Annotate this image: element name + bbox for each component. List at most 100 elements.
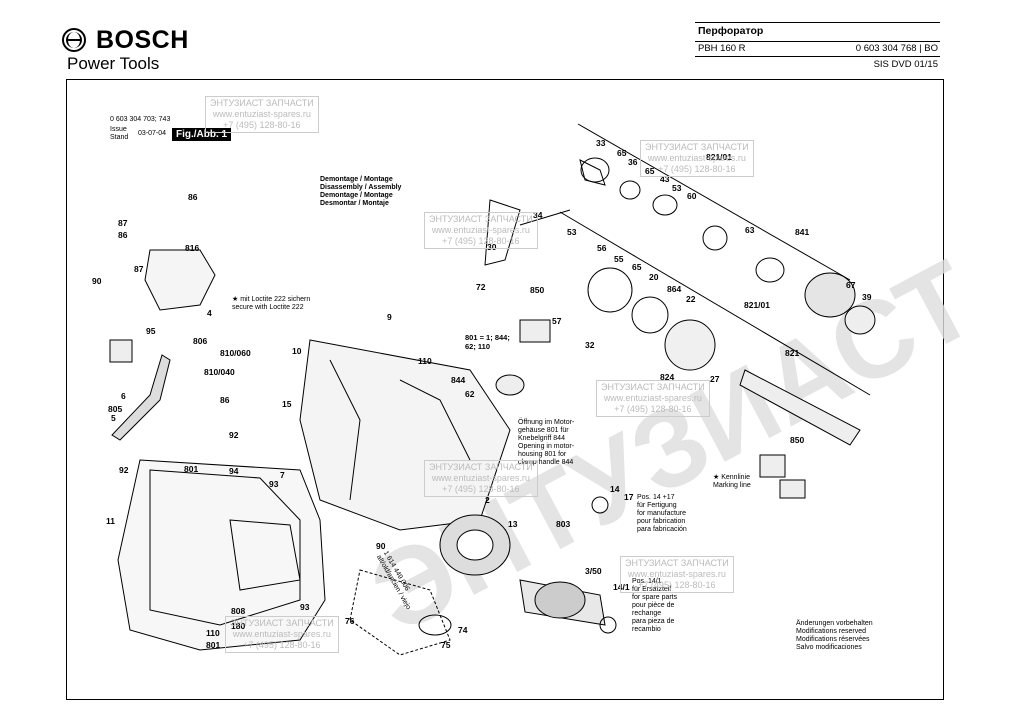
svg-text:65: 65	[632, 262, 642, 272]
issue-date: 03-07-04	[138, 130, 167, 137]
svg-text:850: 850	[790, 435, 804, 445]
svg-text:7: 7	[280, 470, 285, 480]
svg-text:57: 57	[552, 316, 562, 326]
svg-text:62: 62	[465, 389, 475, 399]
svg-text:92: 92	[229, 430, 239, 440]
gear-housing-rib	[329, 359, 361, 501]
svg-text:65: 65	[617, 148, 627, 158]
svg-text:75: 75	[441, 640, 451, 650]
loctite-note: ★ mit Loctite 222 sichern secure with Lo…	[232, 296, 311, 311]
svg-text:801: 801	[184, 464, 198, 474]
fig-label: Fig./Abb. 1	[172, 128, 232, 141]
ring-74	[418, 614, 452, 636]
pos-14-17-note: Pos. 14 +17 für Fertigung for manufactur…	[637, 494, 687, 533]
svg-text:821/01: 821/01	[706, 152, 732, 162]
spring-33	[579, 159, 606, 186]
svg-text:94: 94	[229, 466, 239, 476]
disc-56	[587, 267, 633, 313]
svg-text:32: 32	[585, 340, 595, 350]
svg-text:93: 93	[300, 602, 310, 612]
svg-text:30: 30	[487, 242, 497, 252]
cable-805	[111, 354, 171, 441]
svg-text:805: 805	[108, 404, 122, 414]
svg-text:3/50: 3/50	[585, 566, 602, 576]
brand-name: BOSCH	[96, 26, 189, 54]
switch-part-806	[109, 339, 133, 363]
svg-text:824: 824	[660, 372, 674, 382]
svg-text:34: 34	[533, 210, 543, 220]
svg-text:15: 15	[282, 399, 292, 409]
svg-text:864: 864	[667, 284, 681, 294]
armature-core	[534, 581, 586, 619]
svg-text:60: 60	[687, 191, 697, 201]
svg-text:86: 86	[188, 192, 198, 202]
svg-text:36: 36	[628, 157, 638, 167]
gasket-76	[349, 569, 451, 656]
spring-63	[702, 225, 728, 251]
svg-text:86: 86	[118, 230, 128, 240]
svg-text:87: 87	[134, 264, 144, 274]
svg-text:33: 33	[596, 138, 606, 148]
svg-text:5: 5	[111, 413, 116, 423]
svg-text:844: 844	[451, 375, 465, 385]
chuck-cap	[844, 305, 876, 335]
washer-14	[591, 496, 609, 514]
svg-text:2: 2	[485, 495, 490, 505]
svg-text:110: 110	[206, 628, 220, 638]
spring-coil	[580, 157, 610, 183]
ref-801-note: 801 = 1; 844; 62; 110	[465, 333, 510, 351]
switch-housing-816	[144, 249, 216, 311]
svg-text:9: 9	[387, 312, 392, 322]
svg-text:39: 39	[862, 292, 872, 302]
svg-text:93: 93	[269, 479, 279, 489]
doc-ids: 0 603 304 703; 743	[110, 116, 171, 123]
issue-label: Issue Stand	[110, 126, 129, 141]
diagram-frame	[66, 79, 944, 700]
svg-text:806: 806	[193, 336, 207, 346]
part-cap-right	[779, 479, 806, 499]
svg-text:808: 808	[231, 606, 245, 616]
part-850-left	[519, 319, 551, 343]
svg-text:810/040: 810/040	[204, 367, 235, 377]
svg-text:90: 90	[376, 541, 386, 551]
info-model: PBH 160 R	[698, 43, 746, 54]
svg-text:76: 76	[345, 616, 355, 626]
ring-67	[755, 257, 785, 283]
svg-text:65: 65	[645, 166, 655, 176]
changes-note: Änderungen vorbehalten Modifications res…	[796, 620, 873, 651]
svg-text:95: 95	[146, 326, 156, 336]
gear-housing-9	[299, 339, 511, 531]
assembly-axis-line-2	[559, 211, 871, 396]
svg-text:850: 850	[530, 285, 544, 295]
svg-text:180: 180	[231, 621, 245, 631]
ring-65	[619, 180, 641, 200]
opening-note: Öffnung im Motor- gehäuse 801 für Knebel…	[518, 419, 575, 466]
svg-text:11: 11	[106, 516, 115, 526]
svg-text:14/1: 14/1	[613, 582, 630, 592]
svg-text:55: 55	[614, 254, 624, 264]
svg-text:803: 803	[556, 519, 570, 529]
housing-vents	[229, 519, 301, 591]
clamp-handle-844	[495, 374, 525, 396]
svg-text:17: 17	[624, 492, 634, 502]
info-part-no: 0 603 304 768 | BO	[855, 43, 938, 54]
svg-text:4: 4	[207, 308, 212, 318]
svg-text:22: 22	[686, 294, 696, 304]
marking-note: ★ Kennlinie Marking line	[713, 474, 751, 489]
svg-text:43: 43	[660, 174, 670, 184]
svg-text:20: 20	[649, 272, 659, 282]
washer-43	[652, 194, 678, 216]
svg-text:86: 86	[220, 395, 230, 405]
chuck-part-39	[804, 272, 856, 318]
svg-text:821/01: 821/01	[744, 300, 770, 310]
svg-text:6: 6	[121, 391, 126, 401]
svg-text:27: 27	[710, 374, 720, 384]
svg-text:56: 56	[597, 243, 607, 253]
